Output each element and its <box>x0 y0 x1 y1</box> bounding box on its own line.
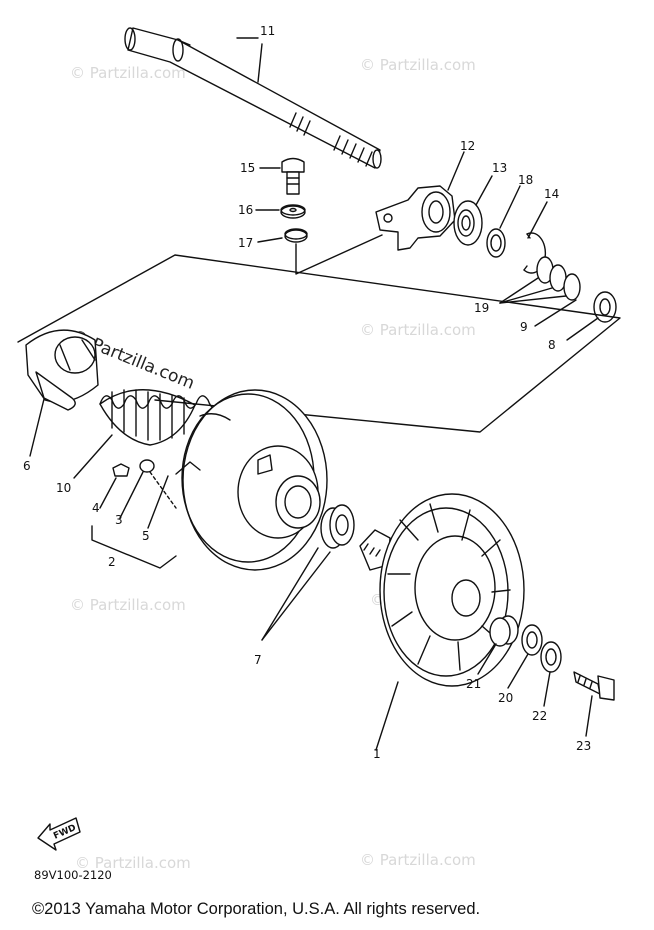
part-shaft-11 <box>124 27 382 169</box>
callout-3: 3 <box>115 513 123 527</box>
part-seal-18 <box>486 185 521 258</box>
part-bolt-15 <box>259 157 305 195</box>
callout-8: 8 <box>548 338 556 352</box>
part-washer-16 <box>255 204 306 219</box>
part-washer-9 <box>534 299 577 327</box>
watermark-text: © Partzilla.com <box>360 321 476 339</box>
part-bushing-7 <box>261 504 355 641</box>
callout-15: 15 <box>240 161 255 175</box>
part-rings-19 <box>499 256 581 304</box>
part-collar-21 <box>477 615 519 675</box>
fwd-arrow-icon <box>37 817 81 851</box>
part-cap-6 <box>25 329 99 457</box>
part-weights-2 <box>91 459 177 569</box>
part-sheave-movable <box>175 389 328 571</box>
watermark-text: © Partzilla.com <box>70 596 186 614</box>
watermark-text: © Partzilla.com <box>70 64 186 82</box>
part-bearing-13 <box>453 175 493 246</box>
watermark-text: © Partzilla.com <box>360 56 476 74</box>
callout-7: 7 <box>254 653 262 667</box>
callout-22: 22 <box>532 709 547 723</box>
callout-2: 2 <box>108 555 116 569</box>
leader-line <box>295 234 383 275</box>
part-washer-20 <box>507 624 543 689</box>
part-bolt-23 <box>573 671 615 737</box>
callout-19: 19 <box>474 301 489 315</box>
callout-18: 18 <box>518 173 533 187</box>
callout-5: 5 <box>142 529 150 543</box>
watermark-text: © Partzilla.com <box>75 854 191 872</box>
part-nut-17 <box>257 228 308 243</box>
callout-16: 16 <box>238 203 253 217</box>
callout-11: 11 <box>260 24 275 38</box>
part-housing-12 <box>375 151 465 251</box>
callout-13: 13 <box>492 161 507 175</box>
part-spring-10 <box>73 389 221 479</box>
part-washer-22 <box>540 641 562 707</box>
part-circlip-14 <box>523 201 548 274</box>
callout-20: 20 <box>498 691 513 705</box>
callout-9: 9 <box>520 320 528 334</box>
assembly-bracket <box>17 254 621 433</box>
callout-23: 23 <box>576 739 591 753</box>
part-sheave-fixed-1 <box>359 493 525 751</box>
callout-4: 4 <box>92 501 100 515</box>
callout-1: 1 <box>373 747 381 761</box>
callout-labels: 1 2 3 4 5 6 7 8 9 10 11 12 13 14 15 16 1… <box>23 24 591 842</box>
callout-10: 10 <box>56 481 71 495</box>
callout-6: 6 <box>23 459 31 473</box>
diagram-code: 89V100-2120 <box>34 868 112 882</box>
callout-17: 17 <box>238 236 253 250</box>
watermark-text: © Partzilla.com <box>360 851 476 869</box>
callout-12: 12 <box>460 139 475 153</box>
copyright-notice: ©2013 Yamaha Motor Corporation, U.S.A. A… <box>32 900 481 918</box>
callout-21: 21 <box>466 677 481 691</box>
callout-14: 14 <box>544 187 559 201</box>
